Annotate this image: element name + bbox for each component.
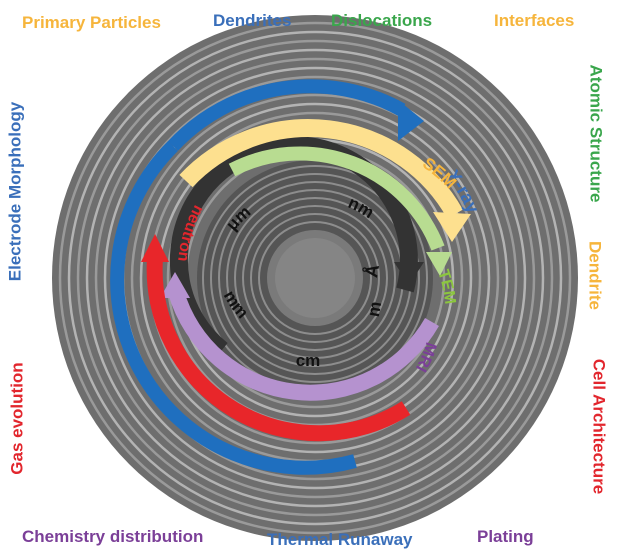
label-primary-particles: Primary Particles bbox=[22, 13, 161, 32]
disk-hub-center bbox=[275, 238, 355, 318]
label-cell-architecture: Cell Architecture bbox=[589, 358, 609, 495]
disk-ring bbox=[103, 66, 527, 490]
disk-ring bbox=[139, 102, 491, 454]
inner-ring bbox=[258, 221, 372, 335]
tem-arc bbox=[228, 146, 445, 251]
sem-arrowhead bbox=[433, 212, 471, 242]
scale-angstrom-label: Å bbox=[361, 263, 383, 279]
sem-arc bbox=[179, 119, 463, 219]
tem-arrowhead bbox=[426, 252, 452, 276]
label-plating: Plating bbox=[477, 527, 534, 546]
scale-cm-label: cm bbox=[296, 351, 321, 370]
xray-arrowhead bbox=[398, 100, 424, 141]
disk-ring bbox=[85, 48, 545, 508]
disk-ring bbox=[67, 30, 563, 526]
label-dendrite: Dendrite bbox=[585, 241, 605, 310]
inner-ring bbox=[210, 173, 420, 383]
label-electrode-morphology: Electrode Morphology bbox=[5, 101, 25, 282]
label-chemistry-distribution: Chemistry distribution bbox=[22, 527, 204, 546]
inner-ring bbox=[250, 213, 380, 343]
neutron-arc bbox=[146, 257, 411, 442]
label-thermal-runaway: Thermal Runaway bbox=[267, 530, 413, 549]
label-interfaces: Interfaces bbox=[494, 11, 575, 30]
neutron-arrowhead bbox=[141, 234, 169, 262]
label-atomic-structure: Atomic Structure bbox=[586, 64, 606, 203]
label-dendrites: Dendrites bbox=[213, 11, 292, 30]
xray-arc bbox=[167, 79, 406, 151]
scale-arrowhead bbox=[394, 262, 424, 285]
inner-ring bbox=[234, 197, 396, 359]
disk-ring bbox=[94, 57, 536, 499]
mri-arc bbox=[168, 289, 439, 401]
scale-m-label: m bbox=[364, 300, 385, 318]
xray-arc-tail bbox=[110, 141, 357, 475]
label-gas-evolution: Gas evolution bbox=[7, 362, 27, 475]
inner-ring bbox=[242, 205, 388, 351]
mri-arrowhead bbox=[160, 272, 190, 298]
disk-ring bbox=[76, 39, 554, 517]
disk-ring bbox=[58, 21, 572, 535]
label-dislocations: Dislocations bbox=[331, 11, 433, 30]
